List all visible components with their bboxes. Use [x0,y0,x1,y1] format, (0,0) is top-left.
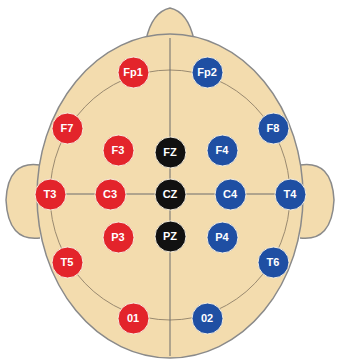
electrode-label: T5 [61,257,74,268]
electrode-disc [52,113,83,144]
electrode-disc [207,135,238,166]
electrode-circle: F4 [206,134,239,167]
electrode-circle: C3 [94,178,127,211]
electrode-label: C4 [223,189,237,200]
electrode-label: P3 [111,232,124,243]
electrode-label: FZ [163,147,176,158]
electrode-disc [215,179,246,210]
electrode-label: Fp2 [197,67,217,78]
electrode-circle: F7 [51,112,84,145]
electrode-label: P4 [215,232,228,243]
electrode-disc [95,179,126,210]
electrode-disc [118,57,149,88]
electrode-disc [155,137,186,168]
electrode-circle: 02 [191,302,224,335]
electrode-label: CZ [163,189,178,200]
electrode-circle: T5 [51,246,84,279]
electrode-disc [275,179,306,210]
electrode-label: F4 [216,145,229,156]
electrode-circle: Fp1 [117,56,150,89]
electrode-circle: PZ [154,220,187,253]
electrode-circle: P3 [102,221,135,254]
electrode-label: F3 [112,145,125,156]
left-ear [6,164,40,238]
electrode-label: PZ [163,231,177,242]
electrode-disc [258,113,289,144]
head-outline [37,34,303,358]
electrode-disc [192,57,223,88]
electrode-circle: Fp2 [191,56,224,89]
electrode-disc [192,303,223,334]
electrode-circle: 01 [117,302,150,335]
electrode-disc [35,179,66,210]
electrode-label: 01 [127,313,139,324]
electrode-label: F7 [61,123,74,134]
electrode-disc [103,222,134,253]
electrode-disc [155,179,186,210]
electrode-label: C3 [103,189,117,200]
electrode-label: F8 [267,123,280,134]
electrode-circle: T4 [274,178,307,211]
electrode-disc [52,247,83,278]
electrode-circle: P4 [206,221,239,254]
electrode-label: T4 [284,189,297,200]
right-ear [300,164,334,238]
electrode-label: T3 [44,189,57,200]
electrode-circle: T3 [34,178,67,211]
electrode-disc [258,247,289,278]
electrode-disc [103,135,134,166]
electrode-disc [118,303,149,334]
electrode-circle: FZ [154,136,187,169]
electrode-disc [155,221,186,252]
electrode-circle: F3 [102,134,135,167]
electrode-circle: T6 [257,246,290,279]
electrode-circle: CZ [154,178,187,211]
electrode-circle: C4 [214,178,247,211]
electrode-label: T6 [267,257,280,268]
electrode-circle: F8 [257,112,290,145]
electrode-label: 02 [201,313,213,324]
electrode-disc [207,222,238,253]
electrode-label: Fp1 [123,67,143,78]
